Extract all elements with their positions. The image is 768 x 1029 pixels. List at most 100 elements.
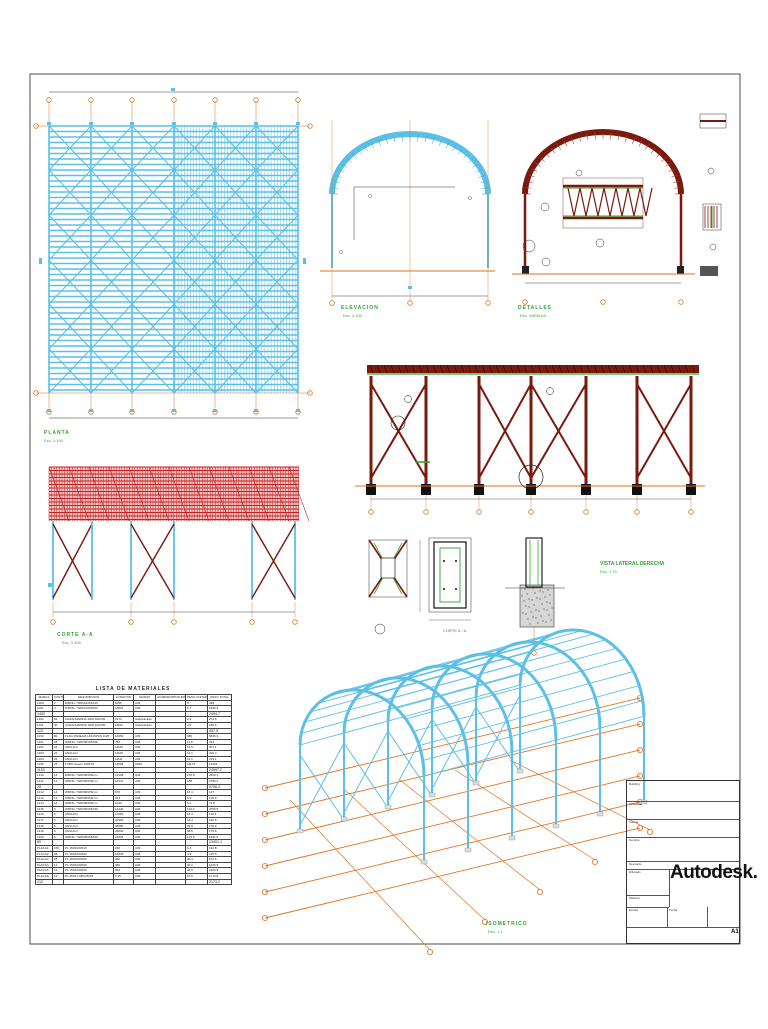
grid-bubble	[261, 915, 268, 922]
grid-bubble	[637, 825, 644, 832]
callout-dot	[339, 250, 343, 254]
roof-bracing	[148, 466, 170, 522]
top-chord-web	[418, 364, 423, 374]
aggregate-dot	[526, 593, 528, 595]
aggregate-dot	[546, 609, 548, 611]
aggregate-dot	[545, 621, 547, 623]
truss-web	[481, 187, 488, 189]
gusset-plate	[380, 557, 396, 579]
bracing	[370, 383, 427, 479]
schedule-header-cell: ACABADO/PINTURA	[155, 694, 186, 701]
truss-web	[570, 137, 574, 144]
top-chord-web	[628, 364, 633, 374]
detail-callout	[707, 167, 715, 175]
section-marker	[171, 88, 175, 91]
detail-callout	[522, 239, 536, 253]
bracing	[173, 214, 216, 261]
grid-line	[264, 827, 641, 919]
top-chord-web	[439, 364, 444, 374]
top-chord-web	[481, 364, 486, 374]
truss-web	[617, 133, 620, 141]
base-plate-marker	[213, 409, 217, 412]
base-plate	[581, 484, 591, 495]
truss-web	[439, 139, 442, 146]
truss-web	[579, 187, 587, 217]
grid-bubble	[249, 619, 255, 625]
aggregate-dot	[550, 619, 552, 621]
grid-bubble	[212, 97, 218, 103]
top-chord-web	[670, 364, 675, 374]
bracing	[299, 754, 345, 821]
aggregate-dot	[521, 595, 523, 597]
connection-detail	[702, 203, 722, 231]
aggregate-dot	[534, 592, 536, 594]
aggregate-dot	[546, 601, 548, 603]
top-chord-web	[649, 364, 654, 374]
truss-web	[573, 187, 581, 217]
schedule-cell	[52, 878, 64, 886]
footing	[464, 847, 472, 853]
detail-callout	[541, 257, 551, 267]
roof-bracing	[68, 466, 90, 522]
schedule-cell	[185, 878, 208, 886]
truss-web	[370, 141, 375, 149]
top-chord-web	[446, 364, 451, 374]
aggregate-dot	[543, 608, 545, 610]
bracing	[131, 169, 175, 216]
truss-web	[556, 143, 561, 150]
base-plate-marker	[89, 122, 93, 125]
truss-web	[632, 137, 636, 144]
grid-bubble	[476, 509, 482, 515]
aggregate-dot	[528, 598, 530, 600]
title-block-field: Nombre	[629, 838, 640, 842]
view-label-details: DETALLES	[518, 305, 553, 311]
footing	[516, 768, 524, 774]
base-plate	[526, 484, 536, 495]
purlin	[338, 631, 559, 693]
grid-bubble	[423, 509, 429, 515]
roof-bracing	[188, 466, 210, 522]
base-plate-marker	[130, 409, 134, 412]
top-chord-web	[404, 364, 409, 374]
purlin	[373, 633, 595, 695]
arch-truss	[522, 128, 684, 195]
grid-line	[289, 799, 431, 951]
footing	[472, 780, 480, 786]
grid-bubble	[678, 299, 684, 305]
footing	[552, 823, 560, 829]
schedule-cell	[133, 878, 156, 886]
title-block-row: Building	[627, 781, 739, 802]
truss-web	[656, 152, 662, 158]
grid-line	[399, 779, 541, 891]
truss-web	[610, 132, 612, 140]
footing	[340, 816, 348, 822]
title-block-row: Nombre	[627, 837, 739, 862]
base-plate	[677, 266, 684, 274]
top-chord-web	[691, 364, 696, 374]
truss-web	[609, 187, 617, 217]
roof-bracing	[48, 466, 70, 522]
top-chord-web	[607, 364, 612, 374]
grid-bubble	[647, 829, 654, 836]
aggregate-dot	[530, 611, 532, 613]
truss-web	[633, 187, 641, 217]
top-chord-web	[621, 364, 626, 374]
grid-bubble	[261, 811, 268, 818]
section-marker	[39, 258, 42, 264]
footing	[640, 799, 648, 805]
autodesk-logo: Autodesk.	[670, 862, 758, 883]
bracing	[48, 259, 92, 305]
title-block-field: Dibujado	[629, 870, 641, 874]
bracing	[48, 303, 92, 350]
bracing	[173, 169, 216, 216]
top-chord-web	[537, 364, 542, 374]
top-chord-web	[425, 364, 430, 374]
truss-web	[650, 147, 656, 154]
truss-web	[645, 143, 650, 150]
bracing	[90, 348, 133, 394]
aggregate-dot	[525, 613, 527, 615]
base-plate-marker	[213, 122, 217, 125]
truss-web	[401, 134, 403, 142]
grid-bubble	[485, 300, 491, 306]
